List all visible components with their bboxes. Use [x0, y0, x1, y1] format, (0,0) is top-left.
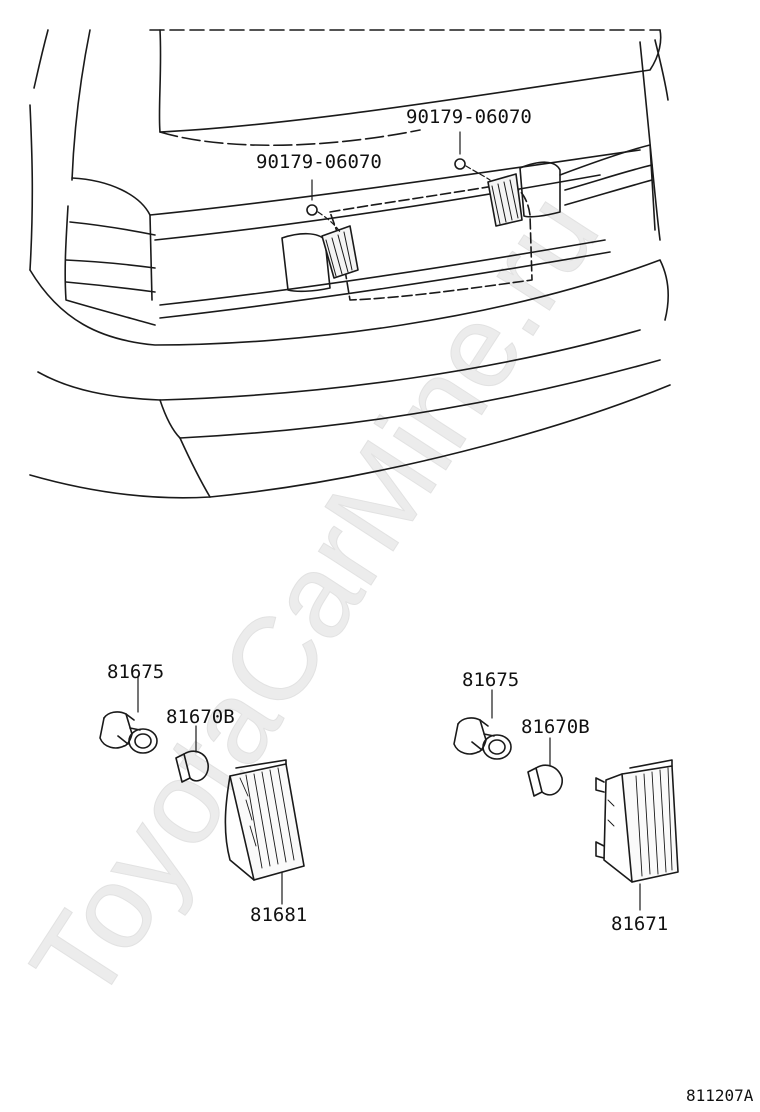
left-tail-lamp [64, 205, 156, 326]
callout-socket-left: 81675 [107, 661, 165, 683]
screw-mounted-left [306, 204, 318, 216]
lamp-right [595, 759, 679, 911]
rear-window [158, 29, 662, 133]
callout-lamp-right: 81671 [611, 913, 669, 935]
mounted-lamp-left [321, 225, 359, 279]
screw-mounted-right [454, 158, 466, 170]
callout-screw-left: 90179-06070 [256, 151, 382, 173]
license-recess [329, 184, 533, 301]
left-pillar [33, 29, 49, 89]
hatch-panel [71, 177, 153, 301]
callout-bulb-left: 81670B [166, 706, 235, 728]
right-lamp-opening [519, 161, 561, 218]
callout-socket-right: 81675 [462, 669, 520, 691]
right-tail-lamp [559, 144, 656, 231]
callout-screw-right: 90179-06070 [406, 106, 532, 128]
socket-left [99, 675, 158, 754]
figure-code: 811207A [686, 1086, 754, 1105]
callout-bulb-right: 81670B [521, 716, 590, 738]
socket-right [453, 689, 512, 760]
right-assembly [453, 689, 679, 911]
callout-lamp-left: 81681 [250, 904, 308, 926]
mounted-parts [306, 131, 523, 279]
lamp-left [224, 759, 305, 905]
right-pillar [654, 39, 669, 101]
bulb-right [527, 737, 563, 797]
bumper [29, 259, 670, 346]
bulb-left [175, 725, 209, 783]
mounted-lamp-right [487, 173, 523, 227]
vehicle-rear [29, 29, 671, 499]
left-lamp-opening [281, 232, 331, 293]
garnish-band [154, 174, 601, 241]
left-assembly [99, 675, 305, 905]
